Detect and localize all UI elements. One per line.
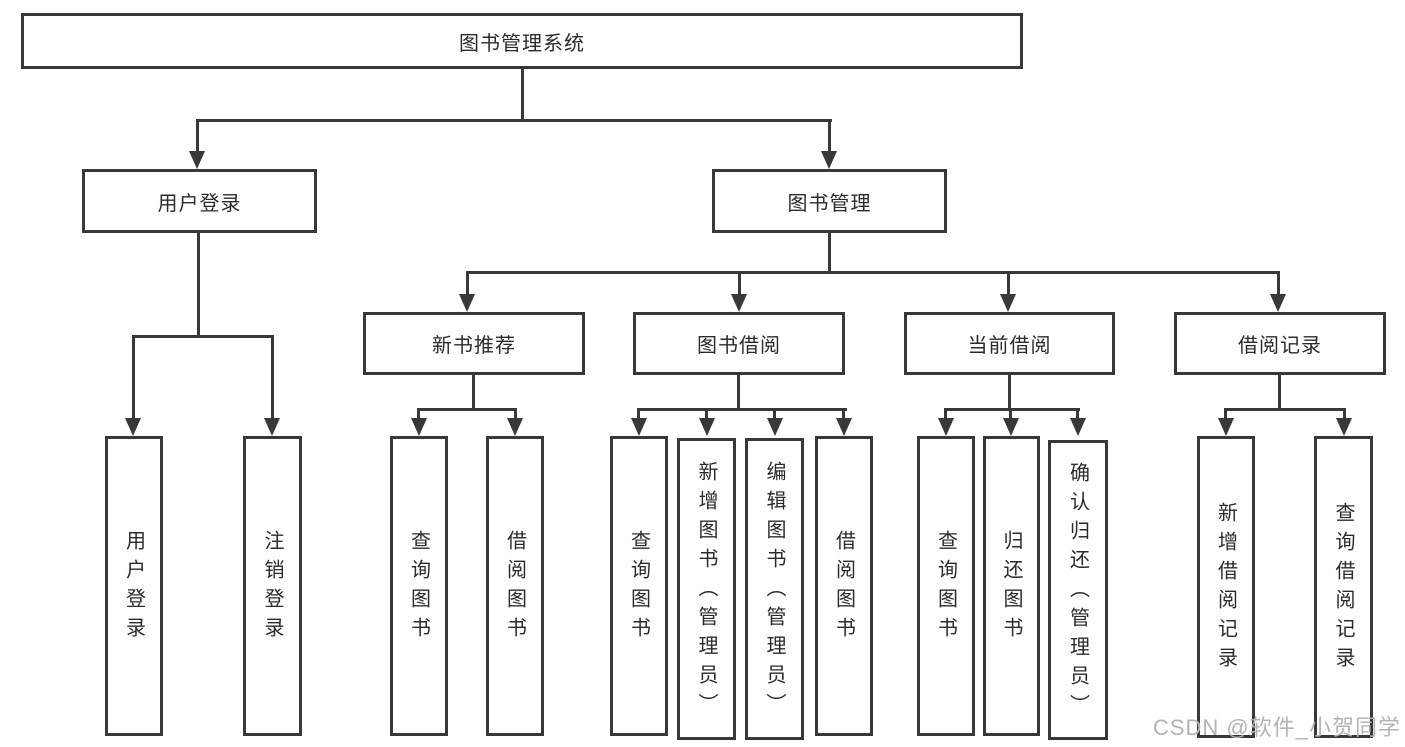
connector-line bbox=[1008, 375, 1011, 411]
arrow-down-icon bbox=[938, 418, 954, 436]
node-new-book-recommend: 新书推荐 bbox=[363, 312, 585, 375]
node-label: 编辑图书（管理员） bbox=[763, 460, 785, 722]
arrow-down-icon bbox=[507, 418, 523, 436]
leaf-borrow-books-recommend: 借阅图书 bbox=[486, 436, 544, 736]
connector-line bbox=[472, 375, 475, 411]
node-label: 查询图书 bbox=[934, 530, 957, 646]
node-label: 图书借阅 bbox=[697, 335, 781, 357]
leaf-return-books: 归还图书 bbox=[983, 436, 1040, 736]
connector-line bbox=[944, 408, 947, 420]
connector-line bbox=[842, 408, 845, 420]
node-label: 借阅图书 bbox=[503, 530, 526, 646]
connector-line bbox=[637, 408, 847, 411]
connector-line bbox=[466, 271, 469, 296]
node-label: 图书管理 bbox=[787, 192, 872, 215]
node-label: 新书推荐 bbox=[432, 335, 516, 357]
connector-line bbox=[705, 408, 708, 420]
connector-line bbox=[1224, 408, 1346, 411]
connector-line bbox=[196, 119, 199, 153]
connector-line bbox=[737, 375, 740, 411]
connector-line bbox=[944, 408, 1080, 411]
leaf-query-books-recommend: 查询图书 bbox=[390, 436, 448, 736]
arrow-down-icon bbox=[821, 151, 837, 169]
connector-line bbox=[828, 119, 831, 153]
arrow-down-icon bbox=[264, 418, 280, 436]
node-label: 注销登录 bbox=[261, 530, 283, 646]
arrow-down-icon bbox=[767, 418, 783, 436]
arrow-down-icon bbox=[1336, 418, 1352, 436]
arrow-down-icon bbox=[699, 418, 715, 436]
leaf-query-books-current: 查询图书 bbox=[917, 436, 975, 736]
connector-line bbox=[828, 233, 831, 274]
connector-line bbox=[637, 408, 640, 420]
node-label: 查询图书 bbox=[407, 530, 430, 646]
node-label: 查询借阅记录 bbox=[1332, 502, 1354, 676]
node-root: 图书管理系统 bbox=[21, 13, 1023, 69]
connector-line bbox=[417, 408, 420, 420]
leaf-add-borrow-record: 新增借阅记录 bbox=[1197, 436, 1255, 738]
node-label: 借阅图书 bbox=[832, 530, 855, 646]
node-label: 确认归还（管理员） bbox=[1066, 461, 1089, 723]
arrow-down-icon bbox=[1270, 294, 1286, 312]
arrow-down-icon bbox=[1003, 418, 1019, 436]
connector-line bbox=[1277, 271, 1280, 296]
arrow-down-icon bbox=[125, 418, 141, 436]
node-label: 新增图书（管理员） bbox=[695, 460, 717, 722]
leaf-confirm-return-admin: 确认归还（管理员） bbox=[1048, 440, 1108, 740]
connector-line bbox=[514, 408, 517, 420]
leaf-borrow-books: 借阅图书 bbox=[815, 436, 873, 736]
node-label: 用户登录 bbox=[122, 530, 145, 646]
node-label: 归还图书 bbox=[1000, 530, 1022, 646]
leaf-edit-book-admin: 编辑图书（管理员） bbox=[745, 438, 804, 740]
connector-line bbox=[196, 119, 832, 122]
connector-line bbox=[1009, 408, 1012, 420]
connector-line bbox=[197, 233, 200, 338]
node-user-login: 用户登录 bbox=[82, 169, 317, 233]
connector-line bbox=[1278, 375, 1281, 411]
node-book-borrow: 图书借阅 bbox=[633, 312, 845, 375]
connector-line bbox=[271, 335, 274, 420]
connector-line bbox=[132, 335, 274, 338]
node-label: 新增借阅记录 bbox=[1214, 502, 1237, 676]
arrow-down-icon bbox=[189, 151, 205, 169]
node-label: 借阅记录 bbox=[1238, 335, 1322, 357]
connector-line bbox=[738, 271, 741, 296]
connector-line bbox=[132, 335, 135, 420]
arrow-down-icon bbox=[1218, 418, 1234, 436]
connector-line bbox=[521, 69, 524, 122]
arrow-down-icon bbox=[1070, 418, 1086, 436]
leaf-user-login: 用户登录 bbox=[105, 436, 163, 736]
connector-line bbox=[466, 271, 1280, 274]
watermark: CSDN @软件_小贺同学 bbox=[1152, 715, 1401, 740]
leaf-logout: 注销登录 bbox=[243, 436, 302, 736]
connector-line bbox=[1224, 408, 1227, 420]
node-label: 图书管理系统 bbox=[459, 32, 585, 55]
connector-line bbox=[1076, 408, 1079, 420]
node-book-management: 图书管理 bbox=[712, 169, 947, 233]
node-label: 用户登录 bbox=[157, 192, 242, 215]
node-borrow-records: 借阅记录 bbox=[1174, 312, 1386, 375]
arrow-down-icon bbox=[1000, 294, 1016, 312]
arrow-down-icon bbox=[459, 294, 475, 312]
leaf-add-book-admin: 新增图书（管理员） bbox=[677, 438, 736, 740]
arrow-down-icon bbox=[731, 294, 747, 312]
connector-line bbox=[1343, 408, 1346, 420]
node-current-borrow: 当前借阅 bbox=[904, 312, 1115, 375]
connector-line bbox=[1007, 271, 1010, 296]
connector-line bbox=[773, 408, 776, 420]
node-label: 查询图书 bbox=[627, 530, 650, 646]
connector-line bbox=[417, 408, 517, 411]
leaf-query-borrow-record: 查询借阅记录 bbox=[1314, 436, 1373, 738]
arrow-down-icon bbox=[411, 418, 427, 436]
arrow-down-icon bbox=[631, 418, 647, 436]
node-label: 当前借阅 bbox=[967, 335, 1052, 357]
leaf-query-books: 查询图书 bbox=[610, 436, 668, 736]
arrow-down-icon bbox=[836, 418, 852, 436]
